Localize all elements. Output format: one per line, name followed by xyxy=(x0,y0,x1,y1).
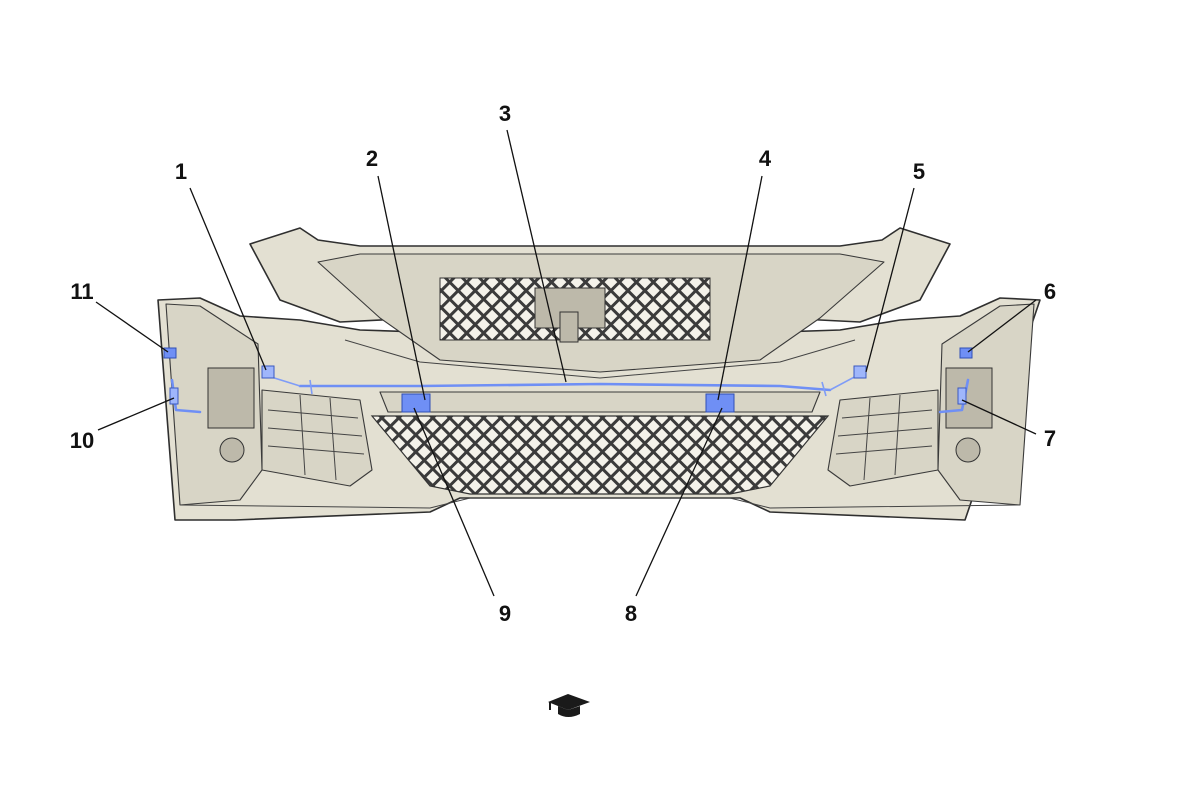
right-bracket-block xyxy=(945,367,993,429)
sensor-left-corner xyxy=(261,365,275,379)
center-crossbar xyxy=(379,391,821,413)
callout-4: 4 xyxy=(759,146,772,171)
leader-6 xyxy=(967,299,1037,353)
leader-lines xyxy=(95,129,1037,597)
sensor-left-inner xyxy=(401,393,431,413)
callout-10: 10 xyxy=(70,428,94,453)
leader-5 xyxy=(865,187,915,373)
left-bracket-block xyxy=(207,367,255,429)
right-bracket-hole xyxy=(955,437,981,463)
graduation-cap-icon xyxy=(548,694,590,717)
bottom-lip xyxy=(179,497,1021,509)
left-bracket-hole xyxy=(219,437,245,463)
leader-7 xyxy=(961,399,1037,435)
sensor-right-inner xyxy=(705,393,735,413)
leader-9 xyxy=(413,407,495,597)
parking-sensor-harness xyxy=(163,347,973,414)
connector-right xyxy=(957,387,967,405)
leader-2 xyxy=(377,175,426,401)
sensor-left-outer xyxy=(163,347,177,359)
callout-8: 8 xyxy=(625,601,637,626)
callout-2: 2 xyxy=(366,146,378,171)
center-tab xyxy=(559,311,579,343)
sensor-right-outer xyxy=(959,347,973,359)
harness-main-run xyxy=(298,382,832,392)
right-fog-pocket xyxy=(827,389,939,487)
leader-1 xyxy=(189,187,267,371)
connector-left xyxy=(169,387,179,405)
left-pocket-slats xyxy=(267,394,365,481)
callout-9: 9 xyxy=(499,601,511,626)
right-pocket-slats xyxy=(835,394,933,481)
leader-3 xyxy=(506,129,567,383)
callout-labels: 1 2 3 4 5 6 7 8 9 10 11 xyxy=(70,101,1056,626)
leader-8 xyxy=(635,407,723,597)
leader-4 xyxy=(717,175,763,401)
callout-1: 1 xyxy=(175,159,187,184)
left-fog-pocket xyxy=(261,389,373,487)
front-bumper-assembly xyxy=(157,227,1041,521)
leader-11 xyxy=(95,301,169,353)
air-dam-bar xyxy=(344,339,856,379)
callout-6: 6 xyxy=(1044,279,1056,304)
callout-11: 11 xyxy=(70,279,93,304)
callout-3: 3 xyxy=(499,101,511,126)
callout-5: 5 xyxy=(913,159,925,184)
leader-10 xyxy=(97,397,175,431)
callout-7: 7 xyxy=(1044,426,1056,451)
lower-grille-mesh xyxy=(370,415,830,495)
sensor-right-corner xyxy=(853,365,867,379)
